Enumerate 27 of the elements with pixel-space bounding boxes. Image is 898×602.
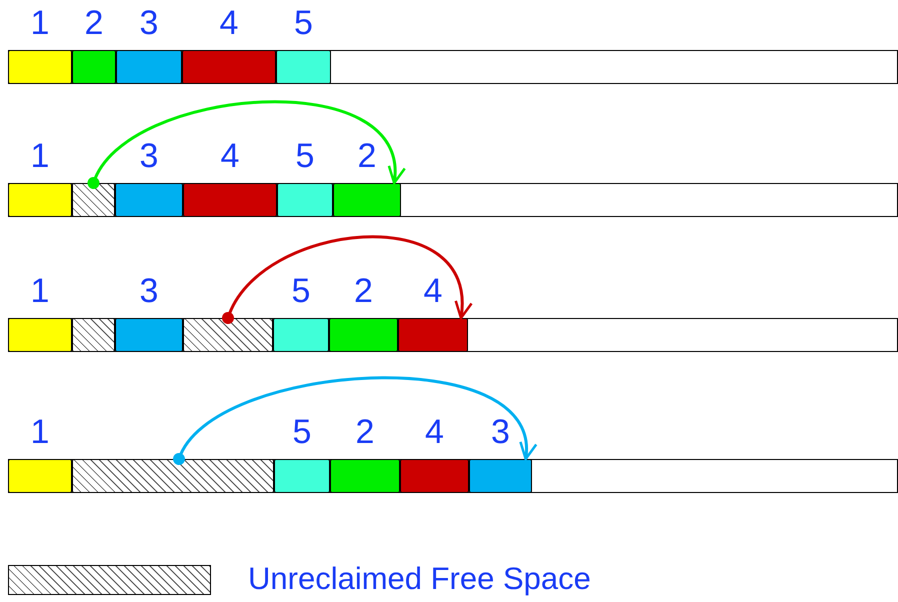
arrow (222, 236, 470, 324)
free-space-block (72, 183, 115, 217)
block-number: 3 (490, 412, 511, 452)
block-number: 5 (294, 136, 316, 176)
free-space-block (72, 459, 274, 493)
block-number: 2 (354, 412, 376, 452)
block-number: 1 (30, 412, 50, 452)
block-number: 1 (30, 3, 50, 43)
block-number: 2 (356, 136, 378, 176)
block-number: 4 (424, 412, 445, 452)
block-number: 1 (30, 136, 50, 176)
block-number: 5 (293, 3, 314, 43)
block-number: 1 (30, 271, 50, 311)
block-number: 4 (218, 3, 240, 43)
block-number: 3 (138, 136, 160, 176)
free-space-block (183, 318, 273, 352)
block-number: 4 (422, 271, 444, 311)
legend-label: Unreclaimed Free Space (248, 560, 591, 598)
block-number: 4 (220, 136, 240, 176)
block-number: 3 (138, 271, 160, 311)
block-number: 5 (290, 271, 312, 311)
arrow (88, 100, 403, 189)
block-number: 3 (138, 3, 160, 43)
block-number: 5 (292, 412, 312, 452)
block-number: 2 (353, 271, 374, 311)
free-space-block (72, 318, 115, 352)
block-number: 2 (84, 3, 104, 43)
